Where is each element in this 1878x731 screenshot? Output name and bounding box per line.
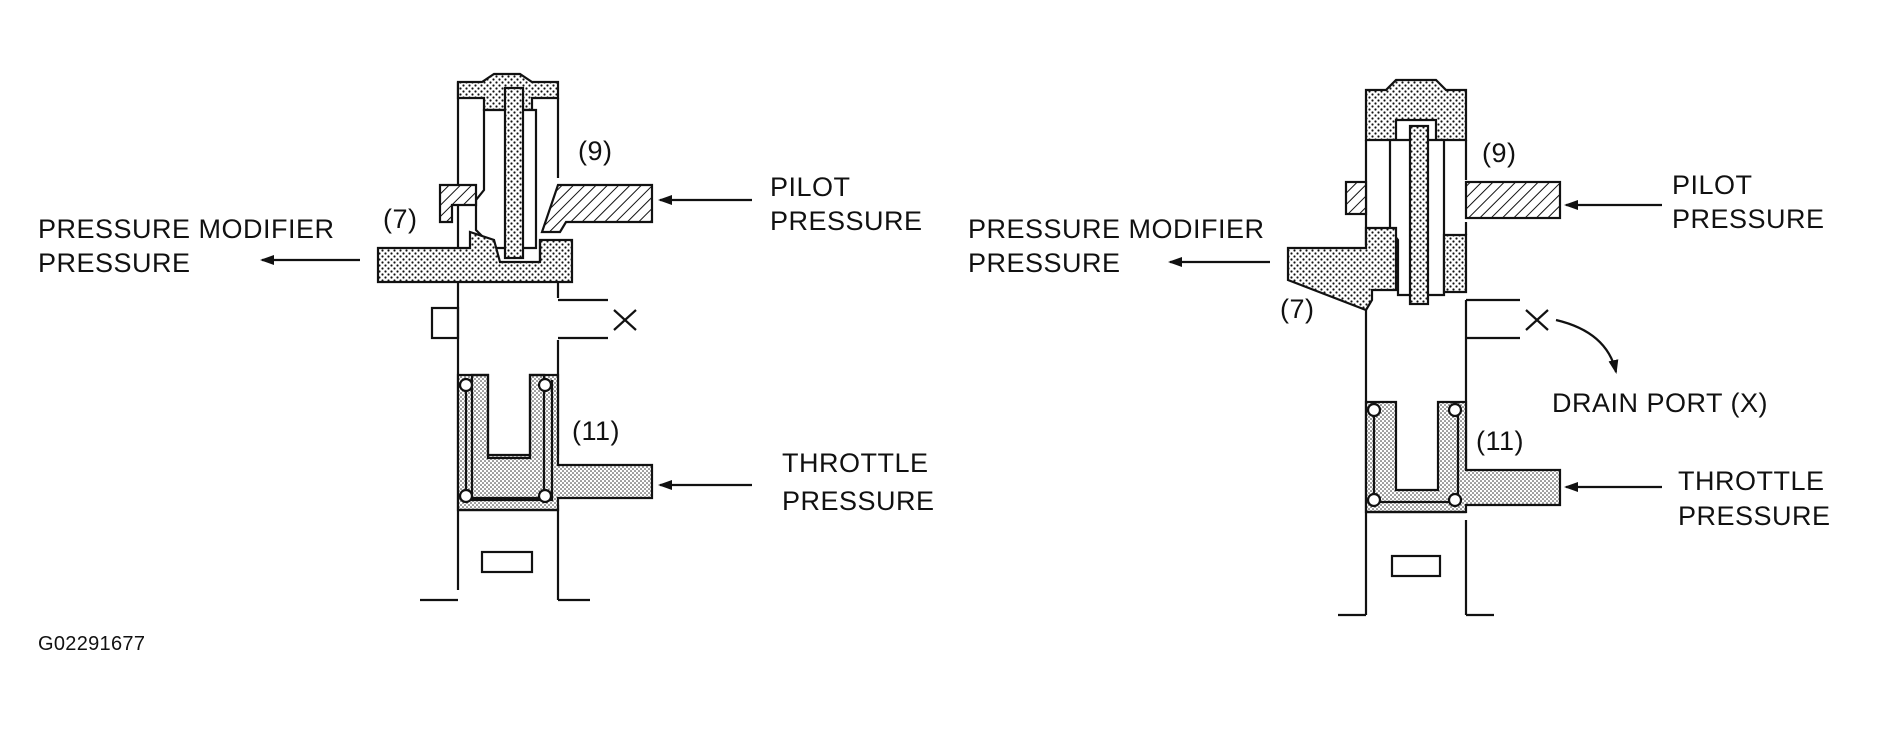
right-callout-9: (9)	[1482, 138, 1517, 168]
left-pilot-label-1: PILOT	[770, 172, 851, 202]
left-check-ball-4	[537, 488, 553, 504]
left-valve	[376, 72, 654, 602]
left-callout-9: (9)	[578, 136, 613, 166]
left-modifier-label-2: PRESSURE	[38, 248, 191, 278]
right-spool-stem	[1408, 124, 1430, 306]
right-callout-7: (7)	[1280, 294, 1315, 324]
right-modifier-label-2: PRESSURE	[968, 248, 1121, 278]
right-modifier-label-1: PRESSURE MODIFIER	[968, 214, 1265, 244]
right-inner-block	[1442, 233, 1468, 294]
right-check-ball-4	[1447, 492, 1463, 508]
figure-code: G02291677	[38, 633, 145, 655]
right-modifier-port	[1286, 226, 1398, 312]
left-side-notch	[430, 306, 460, 340]
left-callout-7: (7)	[383, 204, 418, 234]
right-throttle-label-1: THROTTLE	[1678, 466, 1825, 496]
left-spool-stem	[503, 86, 525, 260]
right-pilot-label-2: PRESSURE	[1672, 204, 1825, 234]
right-pilot-label-1: PILOT	[1672, 170, 1753, 200]
right-check-ball-1	[1366, 402, 1382, 418]
left-throttle-label-2: PRESSURE	[782, 486, 935, 516]
left-throttle-label-1: THROTTLE	[782, 448, 929, 478]
right-bottom-plug	[1390, 554, 1442, 578]
right-throttle-label-2: PRESSURE	[1678, 501, 1831, 531]
left-check-ball-3	[458, 488, 474, 504]
left-left-flange	[438, 183, 478, 224]
right-drain-port-label: DRAIN PORT (X)	[1552, 388, 1768, 418]
left-check-ball-1	[458, 377, 474, 393]
right-drain-port	[1466, 298, 1520, 340]
left-pilot-label-2: PRESSURE	[770, 206, 923, 236]
left-drain-port	[558, 298, 608, 340]
flow-arrows	[260, 195, 1662, 492]
right-left-flange	[1344, 180, 1368, 216]
left-pilot-port	[540, 183, 654, 234]
right-throttle-chamber	[1364, 400, 1562, 514]
left-bottom-plug	[480, 550, 534, 574]
left-check-ball-2	[537, 377, 553, 393]
right-callout-11: (11)	[1476, 426, 1524, 456]
right-check-ball-2	[1447, 402, 1463, 418]
left-labels: (9) (7) (11) PILOT PRESSURE PRESSURE MOD…	[38, 136, 935, 516]
left-drain-x	[613, 309, 637, 331]
right-pilot-port	[1464, 180, 1562, 220]
left-modifier-label-1: PRESSURE MODIFIER	[38, 214, 335, 244]
left-callout-11: (11)	[572, 416, 620, 446]
drain-port-arrow	[1555, 318, 1619, 374]
right-drain-x	[1525, 309, 1549, 331]
right-check-ball-3	[1366, 492, 1382, 508]
left-modifier-port	[376, 230, 574, 284]
right-valve	[1286, 78, 1619, 617]
right-labels: (9) (7) (11) PILOT PRESSURE PRESSURE MOD…	[968, 138, 1831, 531]
